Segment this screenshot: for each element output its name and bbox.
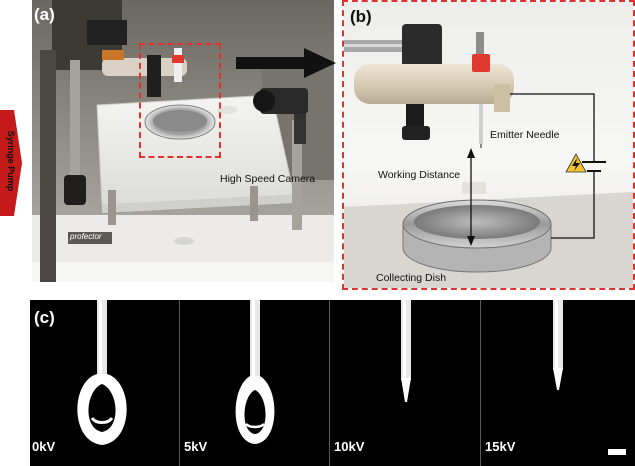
camera-label: High Speed Camera — [220, 173, 316, 185]
collecting-dish-label: Collecting Dish — [376, 272, 447, 284]
syringe-pump-arrow: Syringe Pump — [0, 110, 22, 216]
frame-0kv-needle — [77, 300, 127, 445]
emitter-needle-label: Emitter Needle — [490, 129, 560, 141]
frame-10kv-needle — [401, 300, 411, 402]
syringe-pump-label: Syringe Pump — [6, 130, 16, 192]
panel-b: (b) Emitter Needle Working Distance Coll… — [342, 0, 635, 290]
frame-voltage-label: 0kV — [32, 439, 56, 454]
panel-c-label: (c) — [34, 308, 55, 327]
working-distance-label: Working Distance — [378, 169, 461, 181]
frame-voltage-label: 5kV — [184, 439, 208, 454]
frame-divider — [179, 300, 180, 466]
panel-b-photo — [344, 2, 633, 288]
frame-15kv-needle — [553, 300, 563, 390]
frame-divider — [480, 300, 481, 466]
high-voltage-warning-icon — [565, 153, 587, 173]
right-arrow-icon — [236, 48, 336, 78]
frame-divider — [329, 300, 330, 466]
frame-5kv-needle — [235, 300, 275, 444]
brand-label: profector — [70, 232, 102, 241]
highlight-box — [139, 43, 221, 158]
arrow-a-to-b — [236, 48, 336, 78]
frame-voltage-label: 10kV — [334, 439, 365, 454]
panel-a-label: (a) — [34, 5, 55, 24]
panel-a: (a) High Speed Camera profector — [32, 0, 334, 282]
panel-a-photo — [32, 0, 334, 282]
droplet-frames — [77, 300, 626, 455]
panel-c: (c) 0kV 5kV 10kV 15kV — [30, 300, 635, 466]
pump-arrow-shape — [0, 110, 22, 216]
frame-voltage-label: 15kV — [485, 439, 516, 454]
scale-bar — [608, 449, 626, 455]
panel-b-label: (b) — [350, 7, 372, 26]
